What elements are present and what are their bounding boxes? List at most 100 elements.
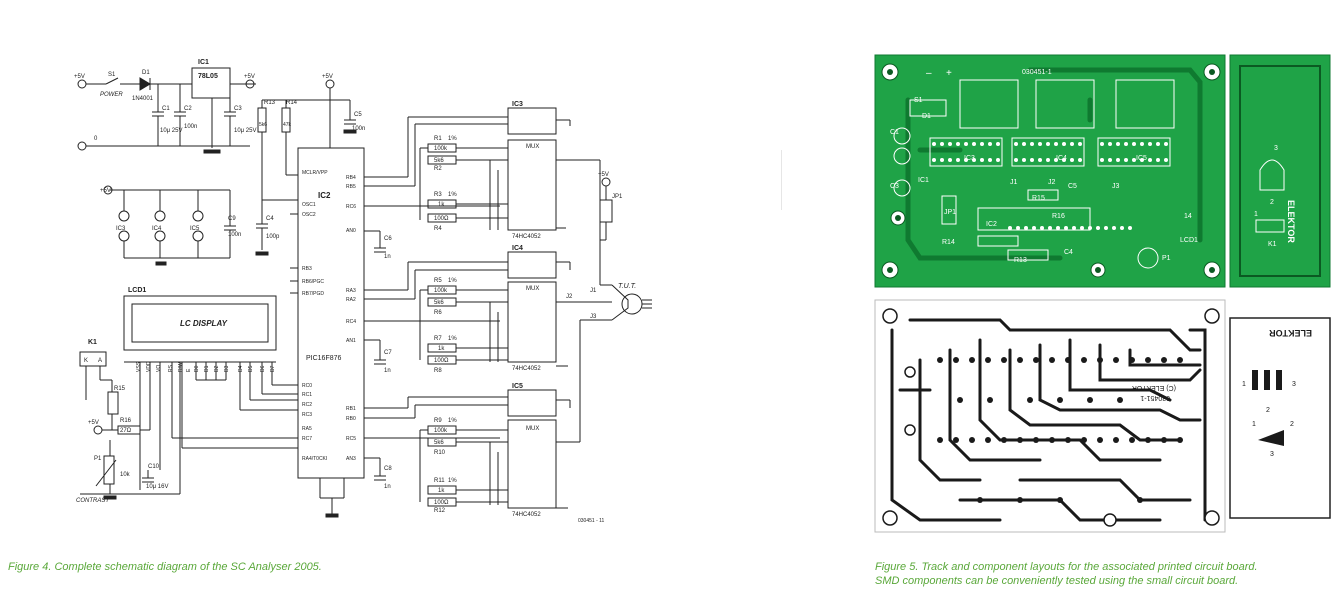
r10-label: R10: [434, 450, 446, 456]
hc4052-label: 74HC4052: [512, 366, 541, 372]
lcd-pin-d5: D5: [248, 365, 254, 372]
pcb-r13-label: R13: [1014, 257, 1027, 264]
lcd-pin-vdd: VDD: [146, 361, 152, 372]
r1-label: R1: [434, 136, 442, 142]
pcb-track-pin1: 1: [1242, 381, 1246, 388]
vplus-label: +5V: [74, 74, 85, 80]
pin-rb5: RB5: [346, 184, 356, 190]
a-pin-label: A: [98, 358, 102, 364]
r8-label: R8: [434, 368, 442, 374]
pcb-r16-label: R16: [1052, 213, 1065, 220]
c4-label: C4: [266, 216, 274, 222]
pin-osc1: OSC1: [302, 202, 316, 208]
pcb-jp1-label: JP1: [944, 209, 956, 216]
tut-label: T.U.T.: [618, 283, 636, 290]
r5-value: 100k: [434, 288, 448, 294]
pcb-track-pin2: 2: [1290, 421, 1294, 428]
r13-value: 5k6: [259, 122, 267, 128]
c4-value: 100p: [266, 234, 280, 240]
pcb-r15-label: R15: [1032, 195, 1045, 202]
pcb-track-board-id: 030451-1: [1140, 394, 1170, 401]
pcb-component-side: 030451-1 – + S1 D1 IC1 IC2 IC3 IC4 IC5 C…: [874, 54, 1331, 288]
c5-label: C5: [354, 112, 362, 118]
c1-value: 10μ 25V: [160, 128, 182, 134]
pin-an3: AN3: [346, 456, 356, 462]
pin-ra5: RA5: [302, 426, 312, 432]
c1-label: C1: [162, 106, 170, 112]
r10-value: 5k6: [434, 440, 444, 446]
r14-value: 47k: [283, 122, 292, 128]
r7-label: R7: [434, 336, 442, 342]
c10-label: C10: [148, 464, 160, 470]
c2-label: C2: [184, 106, 192, 112]
r3-value: 1k: [438, 202, 445, 208]
pcb-p1-label: P1: [1162, 255, 1171, 262]
c5-value: 100n: [352, 126, 365, 132]
pcb-track-side: 030451-1 (C) ELEKTOR ELEKTOR 1 3 1 2 2 3: [874, 299, 1331, 533]
c9-value: 100n: [228, 232, 241, 238]
r13-label: R13: [264, 100, 276, 106]
pin-ra3: RA3: [346, 288, 356, 294]
figure4-caption: Figure 4. Complete schematic diagram of …: [8, 561, 322, 573]
lcd-pin-vo: VO: [156, 365, 162, 372]
pcb-d1-label: D1: [922, 113, 931, 120]
lcd-pin-rw: R/W: [178, 362, 184, 372]
lcd-pin-d7: D7: [270, 365, 276, 372]
pin-osc2: OSC2: [302, 212, 316, 218]
ic4-supply-label: IC4: [152, 226, 162, 232]
d1-label: D1: [142, 70, 150, 76]
pcb-ic1-label: IC1: [918, 177, 929, 184]
tolerance-label: 1%: [448, 418, 457, 424]
pcb-track-pin3: 3: [1292, 381, 1296, 388]
pcb-s1-label: S1: [914, 97, 923, 104]
pcb-r14-label: R14: [942, 239, 955, 246]
power-label: POWER: [100, 92, 123, 98]
r15-label: R15: [114, 386, 126, 392]
ic1-part-label: 78L05: [198, 73, 218, 80]
hc4052-label: 74HC4052: [512, 512, 541, 518]
lcd-pin-d1: D1: [204, 365, 210, 372]
tolerance-label: 1%: [448, 136, 457, 142]
r8-value: 100Ω: [434, 358, 449, 364]
r5-label: R5: [434, 278, 442, 284]
schematic-ref: 030451 - 11: [578, 518, 605, 524]
lcd1-label: LCD1: [128, 287, 146, 294]
pcb-pin14-label: 14: [1184, 213, 1192, 220]
pcb-pin2-label: 2: [1270, 199, 1274, 206]
tolerance-label: 1%: [448, 192, 457, 198]
pin-rc5: RC5: [346, 436, 356, 442]
pin-an1: AN1: [346, 338, 356, 344]
pin-ra2: RA2: [346, 297, 356, 303]
d1-part-label: 1N4001: [132, 96, 154, 102]
mux-label: MUX: [526, 144, 539, 150]
pcb-ic3-label: IC3: [964, 155, 975, 162]
c9-label: C9: [228, 216, 236, 222]
pcb-c4-label: C4: [1064, 249, 1073, 256]
tolerance-label: 1%: [448, 336, 457, 342]
pcb-j1-label: J1: [1010, 179, 1018, 186]
pcb-c5-label: C5: [1068, 183, 1077, 190]
c7-value: 1n: [384, 368, 391, 374]
r11-value: 1k: [438, 488, 445, 494]
r9-value: 100k: [434, 428, 448, 434]
pcb-layout: 030451-1 – + S1 D1 IC1 IC2 IC3 IC4 IC5 C…: [860, 0, 1343, 560]
schematic-svg: +5V +5V +5V +5V +5V +5V 0 S1 POWER D1 1N…: [74, 59, 652, 524]
hc4052-label: 74HC4052: [512, 234, 541, 240]
k-pin-label: K: [84, 358, 88, 364]
contrast-label: CONTRAST: [76, 498, 110, 504]
vplus-label: +5V: [598, 172, 609, 178]
c6-value: 1n: [384, 254, 391, 260]
p1-label: P1: [94, 456, 102, 462]
pcb-c3-label: C3: [890, 183, 899, 190]
r12-value: 100Ω: [434, 500, 449, 506]
r6-label: R6: [434, 310, 442, 316]
c7-label: C7: [384, 350, 392, 356]
r7-value: 1k: [438, 346, 445, 352]
r16-value: 27Ω: [120, 428, 132, 434]
pcb-pin1-label: 1: [1254, 211, 1258, 218]
ic1-label: IC1: [198, 59, 209, 66]
ic3-label: IC3: [512, 101, 523, 108]
lcd-pin-d4: D4: [238, 365, 244, 372]
j2-label: J2: [566, 294, 573, 300]
pin-rb0: RB0: [346, 416, 356, 422]
